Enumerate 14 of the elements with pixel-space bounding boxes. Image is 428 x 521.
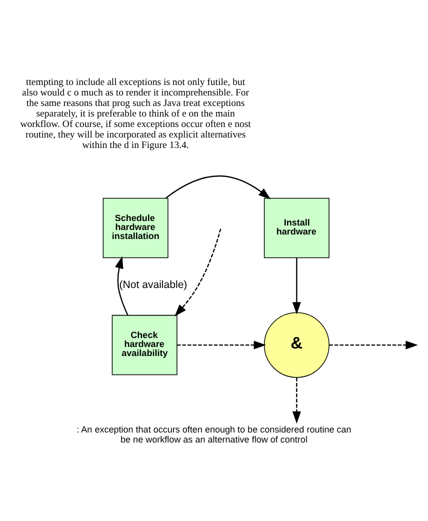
- arrow: [329, 340, 418, 349]
- caption: : An exception that occurs often enough to be considered routine can be ne workflow as an alternative flow of control: [76, 424, 352, 444]
- arrow: [174, 228, 222, 316]
- node-box: Check hardware availability: [112, 314, 178, 375]
- arrow: [292, 377, 301, 424]
- arrow: [292, 257, 301, 314]
- node-box: Schedule hardware installation: [102, 197, 168, 258]
- node-circle: &: [264, 312, 330, 378]
- node-box: Install hardware: [264, 197, 330, 258]
- arrow: [165, 174, 271, 199]
- label: ttempting to include all exceptions is not only futile, but also would c o much as to render it incomprehensible. For the same reasons that prog such as Java treat exceptions separately, it is preferable to think of e on the main workflow. Of course, if some exceptions occur often e nost routine, they will be incorporated as explicit alternatives within the d in Figure 13.4.: [20, 76, 251, 151]
- arrow: [115, 256, 128, 315]
- edge-label: (Not available): [119, 278, 188, 290]
- arrow: [176, 340, 266, 349]
